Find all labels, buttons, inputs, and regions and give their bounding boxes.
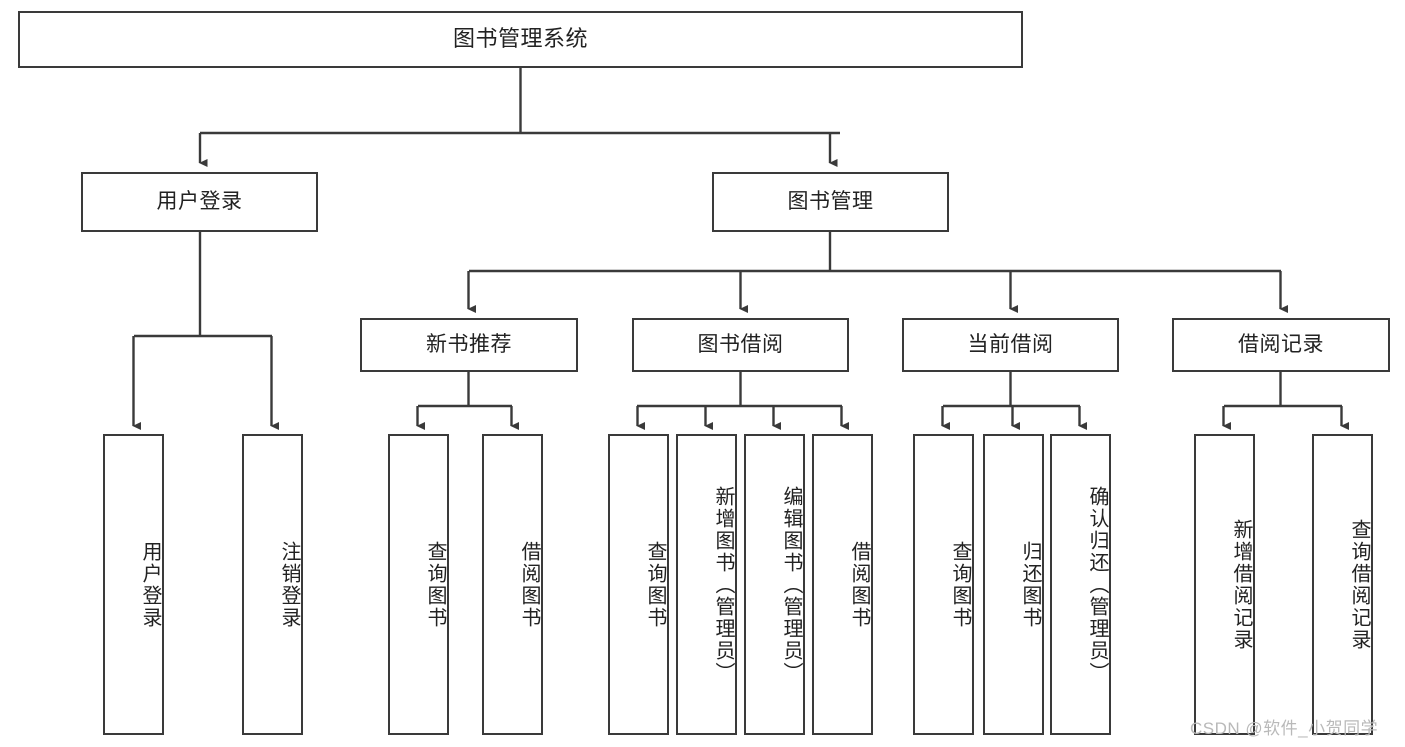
leaf-book-borrow-query-book[interactable]: 查询图书 [608, 434, 669, 735]
node-new-book-recommend[interactable]: 新书推荐 [360, 318, 578, 372]
leaf-current-borrow-query-book[interactable]: 查询图书 [913, 434, 974, 735]
node-label: 查询图书 [424, 540, 446, 629]
node-label: 借阅图书 [518, 540, 540, 629]
node-root-book-management-system[interactable]: 图书管理系统 [18, 11, 1023, 68]
leaf-current-borrow-confirm-return-admin[interactable]: 确认归还（管理员） [1050, 434, 1111, 735]
leaf-book-borrow-edit-book-admin[interactable]: 编辑图书（管理员） [744, 434, 805, 735]
leaf-new-book-query-book[interactable]: 查询图书 [388, 434, 449, 735]
leaf-book-borrow-borrow-book[interactable]: 借阅图书 [812, 434, 873, 735]
leaf-user-login-login[interactable]: 用户登录 [103, 434, 164, 735]
node-label: 图书借阅 [697, 333, 784, 357]
node-label: 当前借阅 [967, 333, 1054, 357]
node-label: 注销登录 [278, 540, 300, 629]
leaf-book-borrow-add-book-admin[interactable]: 新增图书（管理员） [676, 434, 737, 735]
node-label: 用户登录 [156, 190, 243, 214]
node-label: 新增借阅记录 [1230, 518, 1252, 651]
node-user-login[interactable]: 用户登录 [81, 172, 318, 232]
node-label: 查询借阅记录 [1348, 518, 1370, 651]
leaf-new-book-borrow-book[interactable]: 借阅图书 [482, 434, 543, 735]
node-borrow-record[interactable]: 借阅记录 [1172, 318, 1390, 372]
node-book-management[interactable]: 图书管理 [712, 172, 949, 232]
leaf-borrow-record-add-record[interactable]: 新增借阅记录 [1194, 434, 1255, 735]
node-label: 编辑图书（管理员） [780, 485, 802, 684]
node-label: 图书管理系统 [452, 26, 588, 52]
node-label: 图书管理 [787, 190, 874, 214]
node-label: 借阅记录 [1238, 333, 1324, 357]
node-label: 查询图书 [644, 540, 666, 629]
node-label: 用户登录 [139, 540, 161, 629]
leaf-user-login-logout[interactable]: 注销登录 [242, 434, 303, 735]
node-label: 确认归还（管理员） [1086, 485, 1108, 684]
node-current-borrow[interactable]: 当前借阅 [902, 318, 1119, 372]
node-label: 新增图书（管理员） [712, 485, 734, 684]
leaf-current-borrow-return-book[interactable]: 归还图书 [983, 434, 1044, 735]
leaf-borrow-record-query-record[interactable]: 查询借阅记录 [1312, 434, 1373, 735]
node-label: 借阅图书 [848, 540, 870, 629]
node-label: 查询图书 [949, 540, 971, 629]
csdn-watermark: CSDN @软件_小贺同学 [1190, 719, 1379, 738]
node-book-borrow[interactable]: 图书借阅 [632, 318, 849, 372]
node-label: 新书推荐 [426, 333, 512, 357]
node-label: 归还图书 [1019, 540, 1041, 629]
